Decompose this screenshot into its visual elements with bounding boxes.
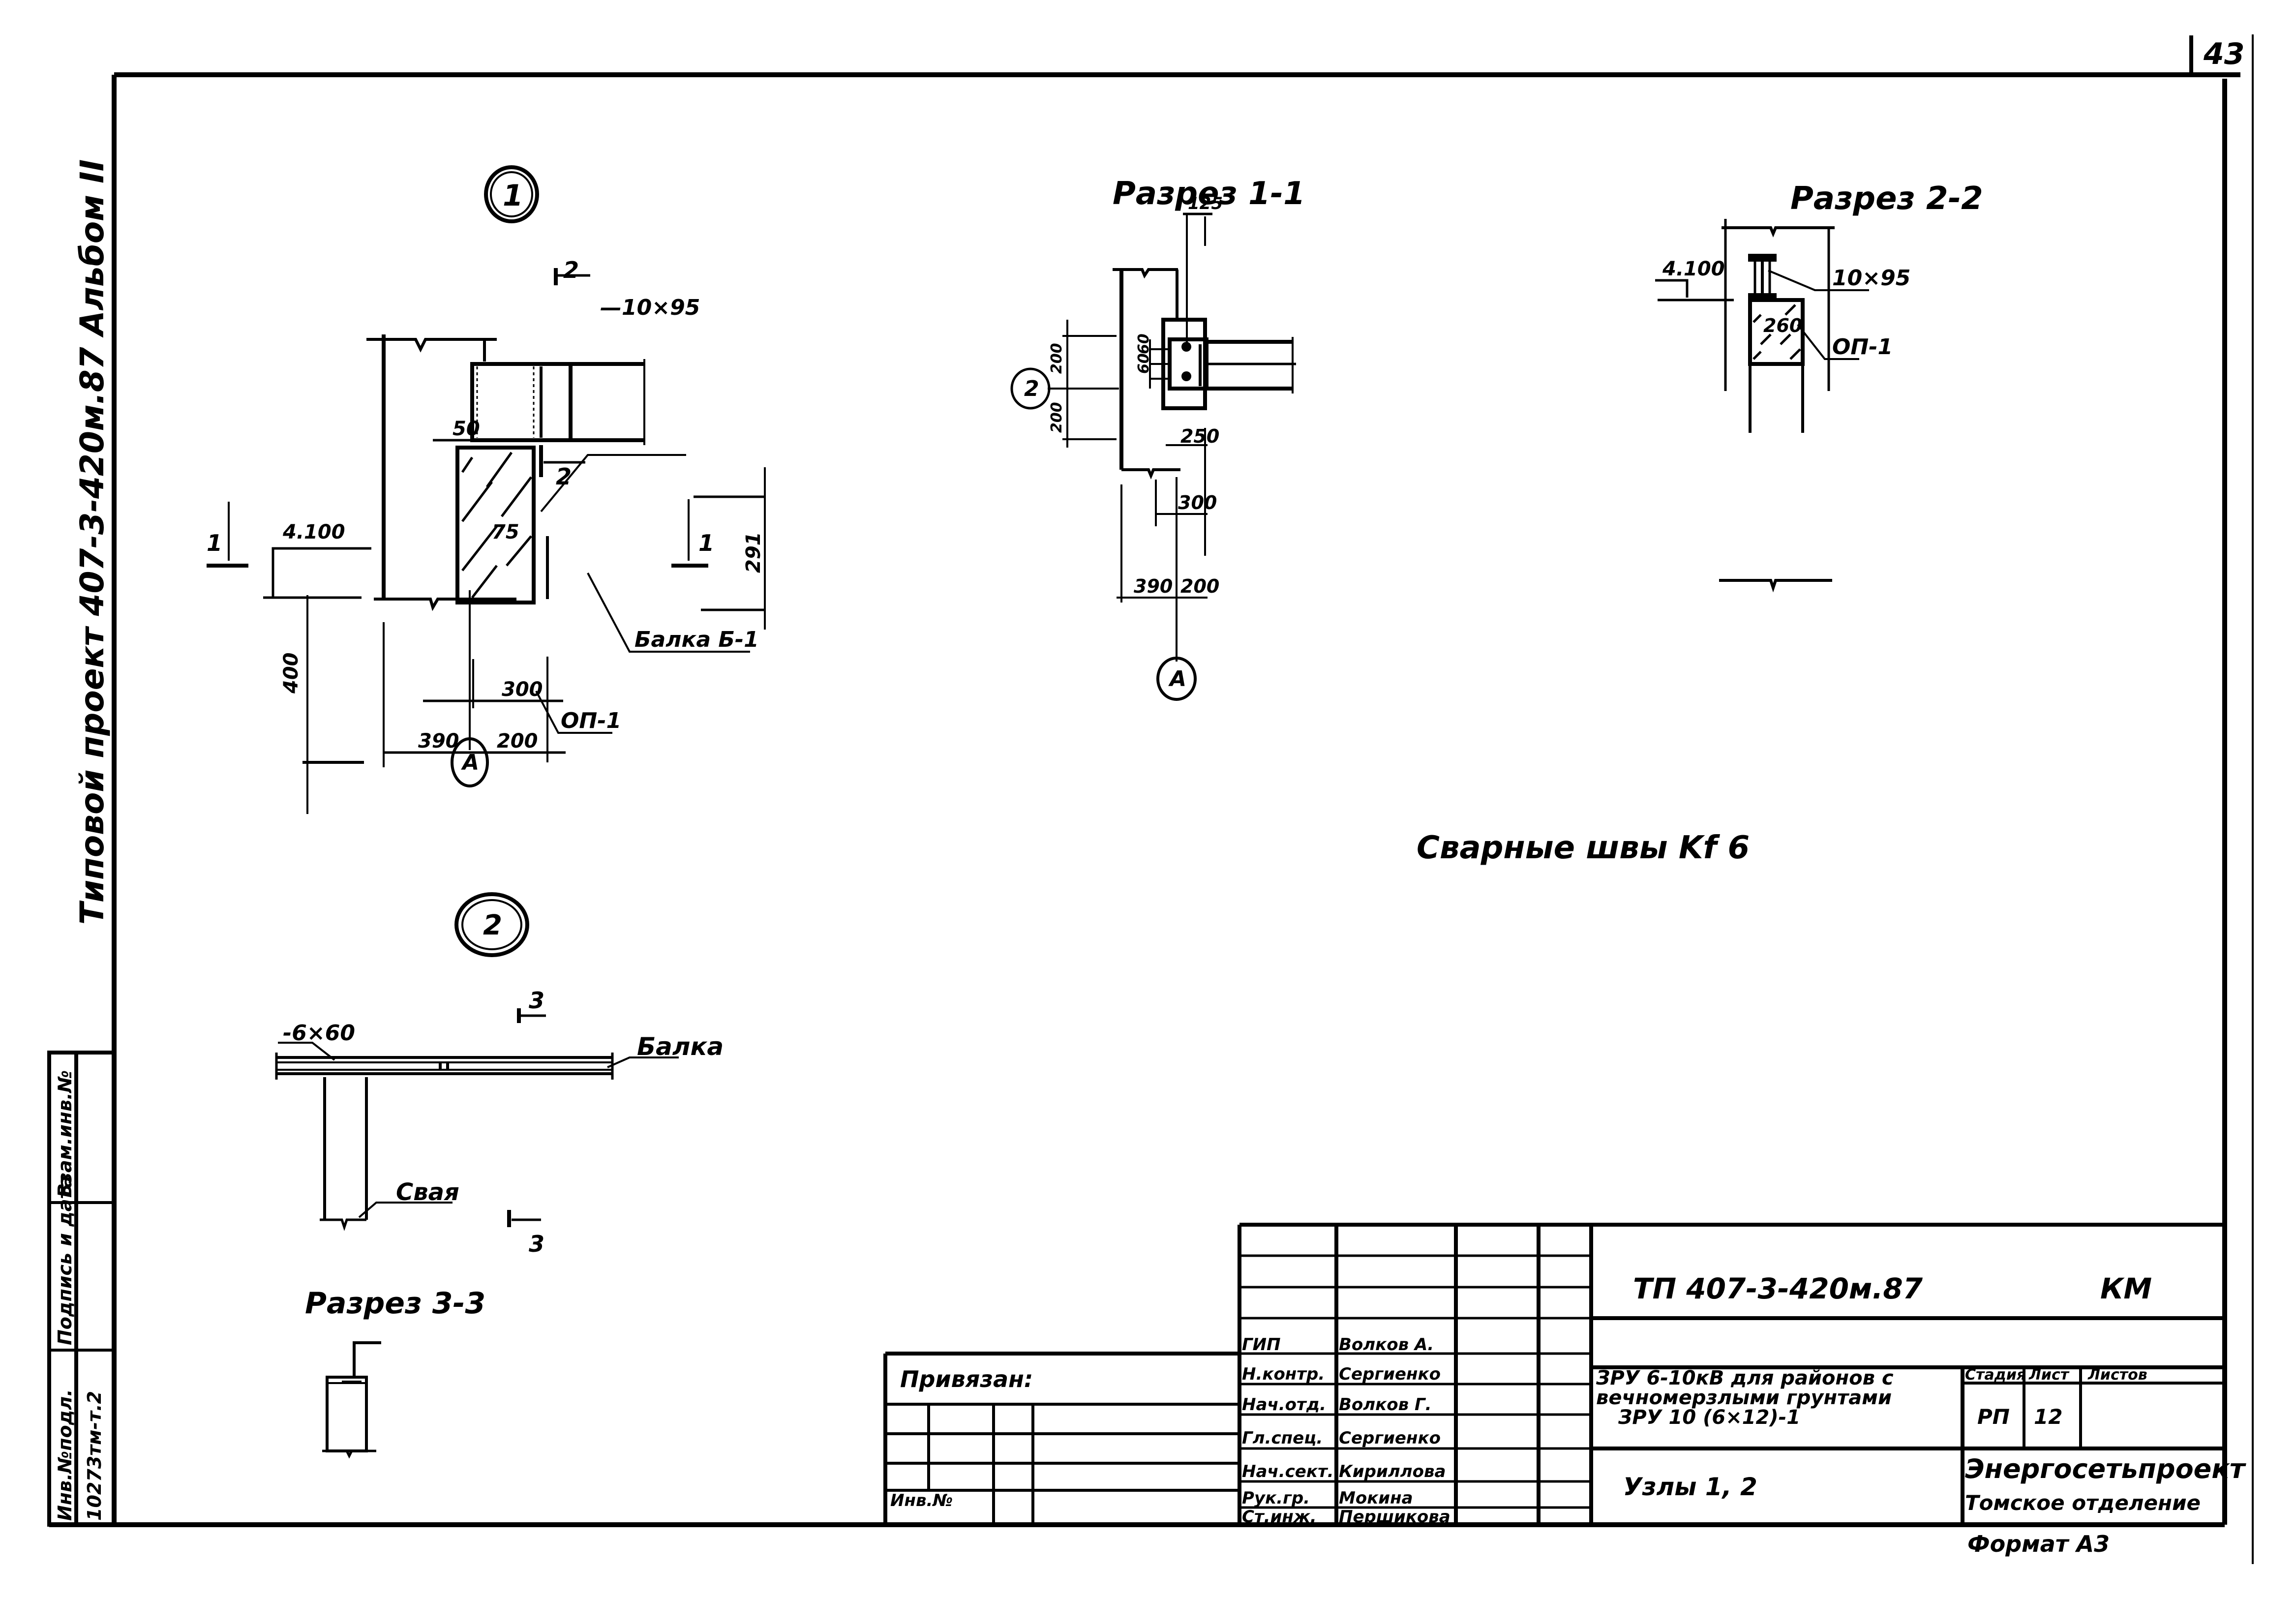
node-1-dim-300: 300 <box>502 678 543 701</box>
staff-name: Сергиенко <box>1339 1428 1441 1448</box>
node-1-dim-50: 50 <box>453 418 480 440</box>
section-1-1-dim-60a: 60 <box>1135 353 1152 374</box>
staff-role: Гл.спец. <box>1242 1428 1323 1448</box>
section-1-1-dim-300: 300 <box>1178 492 1217 513</box>
stamp-inv-value: 10273тм-т.2 <box>84 1391 105 1521</box>
section-2-2-plate-label: 10×95 <box>1832 266 1910 291</box>
stamp-signature-date: Подпись и дата <box>54 1176 76 1345</box>
staff-list: ГИП Волков А. Н.контр. Сергиенко Нач.отд… <box>1242 1335 1450 1527</box>
node-1-beam-label: Балка Б-1 <box>634 627 759 652</box>
node-1-dim-400: 400 <box>280 653 302 694</box>
org-branch: Томское отделение <box>1965 1491 2201 1515</box>
weld-note: Сварные швы Kf 6 <box>1417 830 1750 866</box>
staff-name: Сергиенко <box>1339 1364 1441 1384</box>
section-2-2-drawing <box>1655 219 1869 593</box>
sheet-value: 12 <box>2034 1405 2062 1429</box>
node-1-elevation: 4.100 <box>282 521 345 543</box>
node-1-dim-291: 291 <box>742 532 765 573</box>
section-1-1-dim-390: 390 <box>1134 575 1173 597</box>
staff-name: Волков А. <box>1339 1335 1434 1355</box>
bound-label: Привязан: <box>900 1366 1033 1392</box>
staff-name: Мокина <box>1339 1488 1413 1508</box>
section-2-2-support-label: ОП-1 <box>1832 334 1893 360</box>
section-1-1-dim-250: 250 <box>1180 425 1219 447</box>
section-1-1-title: Разрез 1-1 <box>1113 176 1305 212</box>
node-1-dim-200: 200 <box>497 730 538 753</box>
sheet-frame <box>49 34 2254 1564</box>
page-number: 43 <box>2203 37 2245 71</box>
doc-code: ТП 407-3-420м.87 <box>1633 1272 1923 1305</box>
section-3-3-title: Разрез 3-3 <box>305 1286 485 1321</box>
staff-name: Кириллова <box>1339 1462 1446 1481</box>
node-2-section-mark-bottom: 3 <box>529 1231 544 1257</box>
node-1-support-label: ОП-1 <box>561 708 621 733</box>
section-1-1-axis: А <box>1168 666 1186 692</box>
org-name: Энергосетьпроект <box>1965 1453 2246 1484</box>
staff-name: Першикова <box>1339 1507 1450 1527</box>
section-3-3-drawing <box>322 1341 381 1459</box>
inv-label: Инв.№ <box>890 1491 953 1510</box>
node-1-callout-label: 1 <box>503 179 523 213</box>
section-1-1-dim-200a: 200 <box>1048 343 1065 374</box>
section-2-2-title: Разрез 2-2 <box>1790 181 1983 217</box>
node-1-detail <box>207 268 766 814</box>
node-1-axis-label: А <box>461 750 479 775</box>
sheet-format: Формат А3 <box>1967 1531 2110 1557</box>
staff-role: Ст.инж. <box>1242 1507 1317 1527</box>
stage-header: Стадия <box>1965 1366 2026 1384</box>
node-2-section-mark-top: 3 <box>529 987 544 1014</box>
section-2-2-elevation: 4.100 <box>1662 258 1725 280</box>
stamp-replace-inv: Взам.инв.№ <box>54 1070 76 1198</box>
staff-role: ГИП <box>1242 1335 1281 1355</box>
sheet-header: Лист <box>2028 1366 2070 1384</box>
node-2-callout <box>454 892 529 957</box>
staff-role: Н.контр. <box>1242 1364 1325 1384</box>
section-1-1-drawing <box>1010 212 1296 701</box>
node-2-pile-label: Свая <box>396 1178 459 1206</box>
section-1-1-dim-60b: 60 <box>1135 333 1152 354</box>
section-1-1-node-ref: 2 <box>1024 376 1039 401</box>
node-1-cut-right: 1 <box>698 530 714 556</box>
node-1-section-mark-bottom: 2 <box>556 463 572 490</box>
node-1-callout <box>484 165 539 223</box>
side-stamp <box>47 1051 116 1527</box>
node-1-dim-390: 390 <box>418 730 459 753</box>
staff-role: Нач.отд. <box>1242 1395 1326 1415</box>
drawing-name: Узлы 1, 2 <box>1623 1473 1757 1501</box>
stamp-inv-original: Инв.№подл. <box>54 1389 76 1521</box>
project-name-line-2: вечномерзлыми грунтами <box>1596 1387 1892 1409</box>
project-name-line-3: ЗРУ 10 (6×12)-1 <box>1618 1406 1800 1429</box>
node-1-plate-label: —10×95 <box>600 295 700 320</box>
doc-mark: КМ <box>2100 1272 2152 1305</box>
staff-role: Рук.гр. <box>1242 1488 1310 1508</box>
project-name-line-1: ЗРУ 6-10кВ для районов с <box>1596 1367 1894 1389</box>
section-1-1-dim-200b: 200 <box>1048 402 1065 433</box>
node-2-plate-label: -6×60 <box>283 1021 355 1046</box>
node-1-cut-left: 1 <box>207 530 222 556</box>
side-title: Типовой проект 407-3-420м.87 Альбом II <box>73 159 111 925</box>
node-1-dim-75: 75 <box>492 521 519 543</box>
staff-role: Нач.сект. <box>1242 1462 1334 1481</box>
stage-value: РП <box>1977 1405 2010 1429</box>
node-2-callout-label: 2 <box>483 909 502 941</box>
section-2-2-dim-260: 260 <box>1763 315 1802 336</box>
node-2-beam-label: Балка <box>637 1032 724 1061</box>
node-2-detail <box>275 1008 679 1231</box>
section-1-1-dim-200: 200 <box>1180 575 1219 597</box>
node-1-section-mark-top: 2 <box>563 257 579 283</box>
staff-name: Волков Г. <box>1339 1395 1432 1415</box>
sheets-header: Листов <box>2087 1366 2147 1384</box>
section-1-1-dim-125: 125 <box>1188 194 1223 213</box>
title-block <box>883 1223 2225 1525</box>
